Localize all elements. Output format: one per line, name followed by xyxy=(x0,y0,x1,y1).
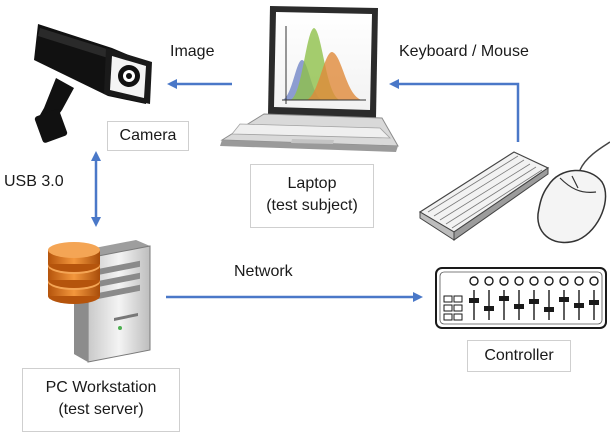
camera-box: Camera xyxy=(107,121,189,151)
image-label: Image xyxy=(170,43,215,60)
pc-workstation-box: PC Workstation (test server) xyxy=(22,368,180,432)
mouse-icon xyxy=(537,141,610,244)
camera-icon xyxy=(34,24,152,143)
keyboard-icon xyxy=(418,151,550,241)
keyboard-mouse-label: Keyboard / Mouse xyxy=(399,43,529,60)
laptop-sublabel: (test subject) xyxy=(266,197,358,214)
controller-label: Controller xyxy=(484,347,554,364)
arrow-keyboard-mouse xyxy=(389,79,520,142)
controller-box: Controller xyxy=(467,340,571,372)
controller-icon xyxy=(435,267,607,329)
laptop-label: Laptop xyxy=(287,175,337,192)
laptop-box: Laptop (test subject) xyxy=(250,164,374,228)
usb-label: USB 3.0 xyxy=(4,173,64,190)
laptop-screen-chart xyxy=(282,26,366,104)
database-disks-icon xyxy=(48,242,100,304)
pc-workstation-label: PC Workstation xyxy=(45,379,157,396)
laptop-icon xyxy=(220,6,399,152)
pc-workstation-sublabel: (test server) xyxy=(58,401,144,418)
server-icon xyxy=(48,240,151,363)
camera-label: Camera xyxy=(119,127,177,144)
network-label: Network xyxy=(234,263,293,280)
